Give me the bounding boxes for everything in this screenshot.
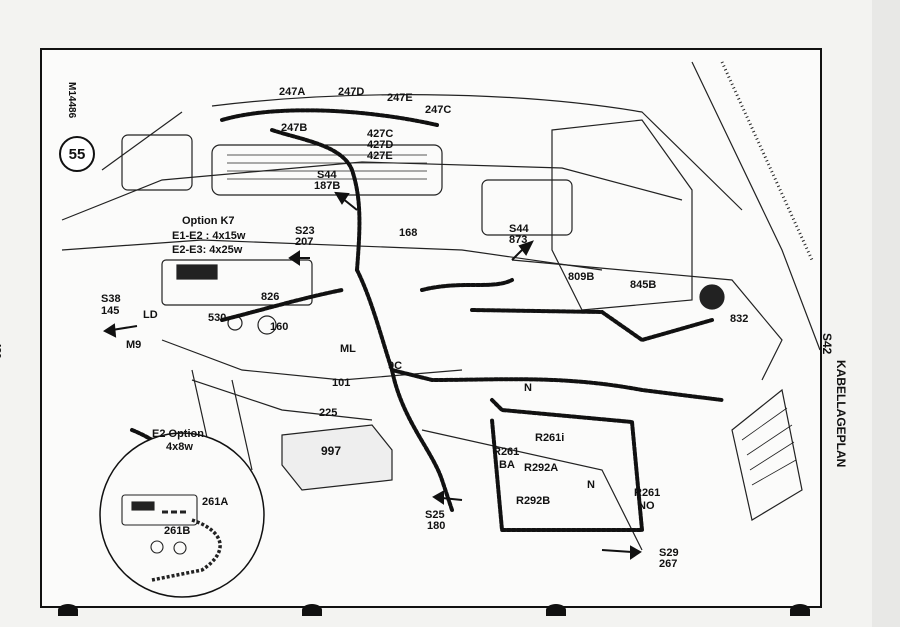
- label-ba: BA: [499, 459, 515, 471]
- side-title-s42: S42: [820, 333, 834, 355]
- side-title-kabellageplan: KABELLAGEPLAN: [834, 360, 848, 468]
- label-247B: 247B: [281, 122, 308, 134]
- label-n-bottom: N: [587, 479, 595, 491]
- label-e2-e3: E2-E3: 4x25w: [172, 244, 243, 256]
- label-9c: 9C: [388, 360, 403, 372]
- label-r261-ba: R261: [493, 446, 520, 458]
- label-s23: S23: [295, 225, 315, 237]
- label-s29: S29: [659, 547, 679, 559]
- label-ld: LD: [143, 309, 158, 321]
- label-180: 180: [427, 520, 446, 532]
- label-997: 997: [321, 444, 342, 458]
- label-101: 101: [332, 377, 351, 389]
- label-809B: 809B: [568, 271, 595, 283]
- label-530: 530: [208, 312, 227, 324]
- label-s38: S38: [101, 293, 121, 305]
- label-r292a: R292A: [524, 462, 559, 474]
- label-247D: 247D: [338, 86, 365, 98]
- label-267: 267: [659, 558, 678, 570]
- label-option-k7: Option K7: [182, 215, 235, 227]
- label-r261i: R261i: [535, 432, 565, 444]
- label-r261-no: R261: [634, 487, 661, 499]
- label-247A: 247A: [279, 86, 306, 98]
- binding-hole: [790, 604, 810, 616]
- wiring-diagram-frame: 55 M14486 247A 247D 247E 247C 247B 427C …: [40, 48, 822, 608]
- binding-hole: [58, 604, 78, 616]
- label-168: 168: [399, 227, 418, 239]
- label-s44-top: S44: [317, 169, 337, 181]
- label-145: 145: [101, 305, 120, 317]
- binding-hole: [546, 604, 566, 616]
- binding-hole: [302, 604, 322, 616]
- label-261B: 261B: [164, 525, 191, 537]
- label-s44-right: S44: [509, 223, 529, 235]
- label-4x8w: 4x8w: [166, 441, 193, 453]
- label-207: 207: [295, 236, 314, 248]
- label-845B: 845B: [630, 279, 657, 291]
- label-247C: 247C: [425, 104, 452, 116]
- label-e1-e2: E1-E2 : 4x15w: [172, 230, 246, 242]
- label-n-top: N: [524, 382, 532, 394]
- diagram-drawing: [61, 61, 820, 598]
- label-no: NO: [638, 500, 655, 512]
- figure-number-badge: 55: [59, 136, 95, 172]
- label-160: 160: [270, 321, 289, 333]
- label-873: 873: [509, 234, 528, 246]
- label-187B: 187B: [314, 180, 341, 192]
- label-m9: M9: [126, 339, 142, 351]
- scan-strip: [872, 0, 900, 627]
- label-e2-option: E2 Option: [152, 428, 204, 440]
- label-r292b: R292B: [516, 495, 551, 507]
- label-832: 832: [730, 313, 749, 325]
- page-number: 480: [0, 342, 2, 359]
- label-826: 826: [261, 291, 280, 303]
- label-261A: 261A: [202, 496, 229, 508]
- label-s25: S25: [425, 509, 445, 521]
- figure-id: M14486: [66, 82, 77, 119]
- label-ml: ML: [340, 343, 356, 355]
- label-427E: 427E: [367, 150, 393, 162]
- label-247E: 247E: [387, 92, 413, 104]
- label-225: 225: [319, 407, 338, 419]
- label-427D: 427D: [367, 139, 394, 151]
- label-427C: 427C: [367, 128, 394, 140]
